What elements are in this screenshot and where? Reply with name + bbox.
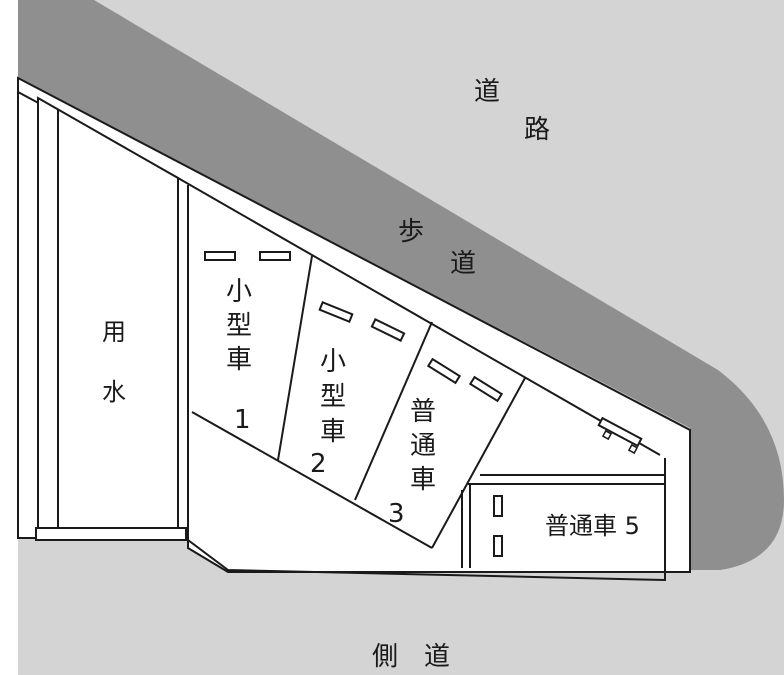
wheel-stop-5a xyxy=(493,495,503,517)
sidewalk-label-char1: 歩 xyxy=(398,217,424,247)
fixture xyxy=(597,416,643,448)
stall-1-number: 1 xyxy=(234,405,251,435)
side-road-label-char2: 道 xyxy=(424,642,450,672)
stall-5-label: 普通車 5 xyxy=(545,512,640,540)
side-road-label-char1: 側 xyxy=(372,642,398,672)
stall-2-char1: 小 xyxy=(320,347,346,377)
waterway-base xyxy=(35,527,187,541)
waterway-label-char1: 用 xyxy=(102,318,126,346)
stall-front-line xyxy=(191,411,433,549)
fixture-foot-2 xyxy=(627,443,639,455)
road-label-char1: 道 xyxy=(474,77,500,107)
left-margin xyxy=(0,0,18,675)
road-label-char2: 路 xyxy=(524,115,550,145)
wheel-stop-1a xyxy=(204,251,236,261)
wheel-stop-5b xyxy=(493,535,503,557)
stall-2-number: 2 xyxy=(310,449,327,479)
waterway-label-char2: 水 xyxy=(102,378,126,406)
stall-1-char2: 型 xyxy=(226,311,252,341)
wheel-stop-3b xyxy=(468,375,504,403)
stall-2-char2: 型 xyxy=(320,382,346,412)
stall-divider-1 xyxy=(277,255,313,461)
stall-1-char1: 小 xyxy=(226,277,252,307)
wheel-stop-3a xyxy=(426,357,462,385)
stall-3-char2: 通 xyxy=(410,431,436,461)
sidewalk-band xyxy=(18,0,784,570)
wheel-stop-2a xyxy=(318,300,354,324)
wheel-stop-1b xyxy=(259,251,291,261)
sidewalk-label-char2: 道 xyxy=(450,249,476,279)
stall-3-number: 3 xyxy=(388,499,405,529)
stall-3-char1: 普 xyxy=(410,397,436,427)
fixture-foot-1 xyxy=(601,429,613,441)
stall-3-char3: 車 xyxy=(410,465,436,495)
stall-1-char3: 車 xyxy=(226,345,252,375)
stall-divider-2 xyxy=(354,321,433,501)
wheel-stop-2b xyxy=(370,318,406,342)
lot-bottom-boundary xyxy=(187,188,666,582)
stall-2-char3: 車 xyxy=(320,417,346,447)
stall-divider-3 xyxy=(431,377,526,549)
